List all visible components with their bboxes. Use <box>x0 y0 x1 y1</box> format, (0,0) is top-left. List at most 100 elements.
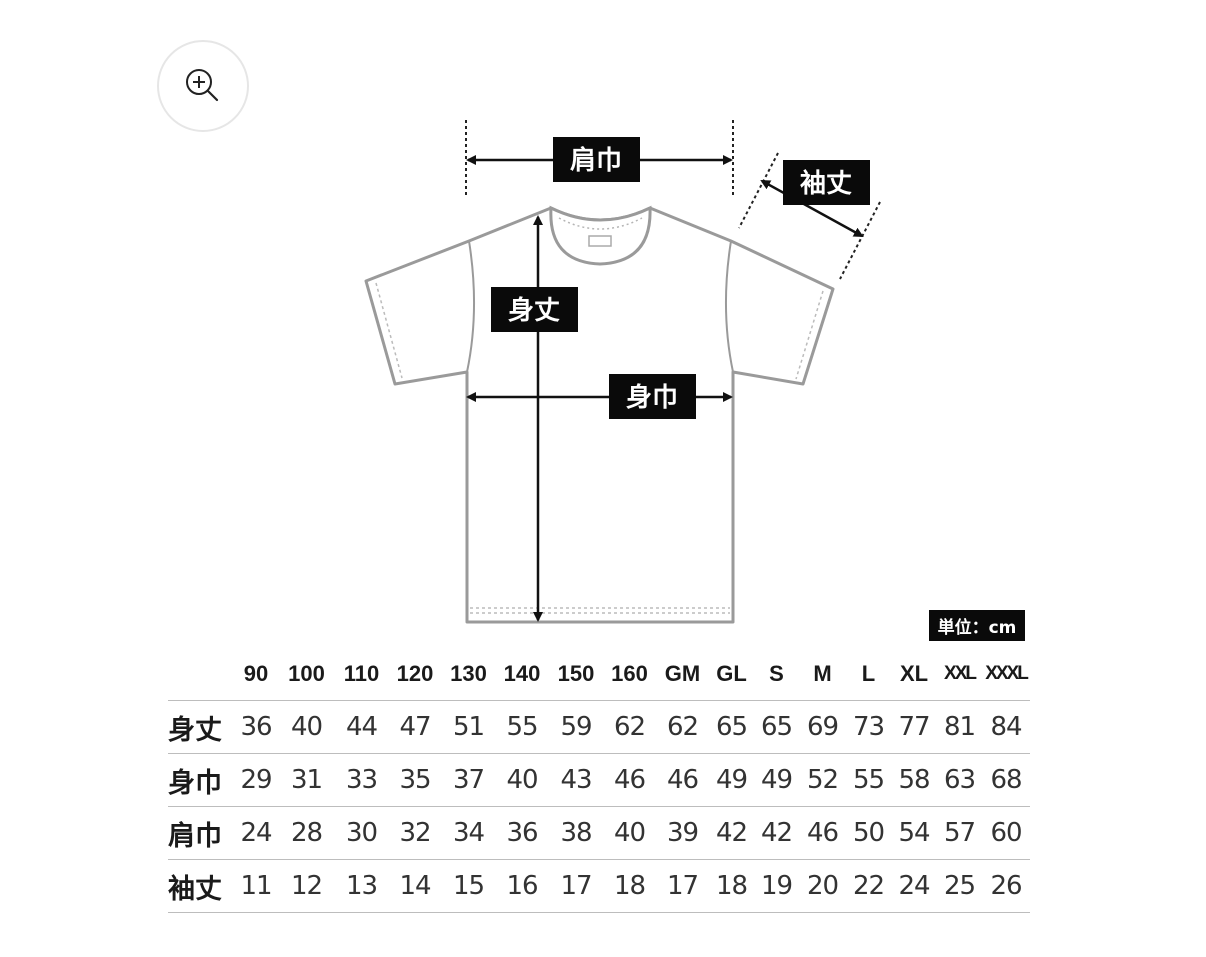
shoulder-label: 肩巾 <box>570 145 622 176</box>
size-header: GM <box>664 661 701 686</box>
table-cell: 33 <box>345 765 378 795</box>
size-header: XXL <box>944 663 977 684</box>
table-cell: 51 <box>452 712 485 742</box>
table-row: 身巾 29 31 33 35 37 40 43 46 46 49 49 52 5… <box>168 753 1030 807</box>
sleeve-label: 袖丈 <box>800 168 852 199</box>
size-header: 100 <box>288 661 325 686</box>
table-cell: 36 <box>506 818 538 848</box>
table-cell: 11 <box>240 871 272 901</box>
table-cell: 29 <box>240 765 272 795</box>
row-label: 袖丈 <box>168 873 222 905</box>
tshirt-diagram: 肩巾 袖丈 身丈 身巾 <box>364 120 881 624</box>
table-cell: 46 <box>613 765 646 795</box>
table-cell: 35 <box>399 765 431 795</box>
size-header-row: 90 100 110 120 130 140 150 160 GM GL S M… <box>168 648 1030 701</box>
table-cell: 77 <box>898 712 930 742</box>
table-cell: 62 <box>613 712 646 742</box>
table-cell: 13 <box>345 871 378 901</box>
table-cell: 58 <box>898 765 930 795</box>
table-cell: 40 <box>613 818 646 848</box>
table-cell: 46 <box>806 818 839 848</box>
table-cell: 26 <box>990 871 1022 901</box>
table-cell: 16 <box>506 871 538 901</box>
width-label: 身巾 <box>626 382 678 413</box>
table-cell: 17 <box>560 871 592 901</box>
size-header: GL <box>716 661 747 686</box>
table-cell: 49 <box>760 765 793 795</box>
table-cell: 55 <box>852 765 885 795</box>
table-cell: 54 <box>898 818 930 848</box>
table-cell: 63 <box>943 765 976 795</box>
size-header: 110 <box>343 661 380 686</box>
size-table: 90 100 110 120 130 140 150 160 GM GL S M… <box>168 648 1030 913</box>
table-cell: 15 <box>452 871 485 901</box>
neck-label <box>588 235 612 247</box>
table-cell: 42 <box>760 818 793 848</box>
table-cell: 52 <box>806 765 839 795</box>
size-header: 90 <box>243 661 269 686</box>
table-cell: 62 <box>666 712 699 742</box>
size-header: 160 <box>611 661 648 686</box>
table-row: 身丈 36 40 44 47 51 55 59 62 62 65 65 69 7… <box>168 700 1030 754</box>
table-cell: 36 <box>240 712 272 742</box>
row-label: 身巾 <box>168 767 222 799</box>
table-cell: 20 <box>806 871 839 901</box>
table-cell: 40 <box>290 712 323 742</box>
tshirt-outline <box>364 206 835 624</box>
table-cell: 60 <box>990 818 1022 848</box>
table-cell: 31 <box>290 765 323 795</box>
size-header: 140 <box>503 661 541 686</box>
sleeve-arrow <box>760 179 864 238</box>
table-row: 肩巾 24 28 30 32 34 36 38 40 39 42 42 46 5… <box>168 806 1030 860</box>
table-cell: 55 <box>506 712 538 742</box>
table-cell: 37 <box>452 765 485 795</box>
zoom-button[interactable] <box>157 40 249 132</box>
table-cell: 38 <box>560 818 592 848</box>
size-header: 130 <box>450 661 487 686</box>
table-cell: 18 <box>613 871 646 901</box>
table-cell: 28 <box>290 818 323 848</box>
table-cell: 30 <box>345 818 378 848</box>
row-label: 身丈 <box>168 714 222 746</box>
table-cell: 17 <box>666 871 699 901</box>
header-corner <box>168 648 234 701</box>
size-header: S <box>769 661 784 686</box>
table-cell: 39 <box>666 818 699 848</box>
table-cell: 81 <box>943 712 976 742</box>
unit-badge: 単位：cm <box>929 610 1025 641</box>
table-cell: 12 <box>290 871 323 901</box>
table-cell: 24 <box>898 871 930 901</box>
table-cell: 65 <box>715 712 748 742</box>
table-cell: 34 <box>452 818 485 848</box>
table-cell: 24 <box>240 818 272 848</box>
zoom-in-icon <box>186 69 219 102</box>
table-cell: 18 <box>715 871 748 901</box>
table-cell: 44 <box>345 712 378 742</box>
table-cell: 42 <box>715 818 748 848</box>
table-cell: 25 <box>943 871 976 901</box>
table-cell: 47 <box>399 712 431 742</box>
table-cell: 59 <box>560 712 592 742</box>
size-header: XXXL <box>985 663 1029 684</box>
table-row: 袖丈 11 12 13 14 15 16 17 18 17 18 19 20 2… <box>168 859 1030 913</box>
table-cell: 32 <box>399 818 431 848</box>
table-cell: 68 <box>990 765 1022 795</box>
table-cell: 69 <box>806 712 839 742</box>
table-cell: 22 <box>852 871 885 901</box>
size-header: M <box>813 661 832 686</box>
size-header: 150 <box>557 661 595 686</box>
table-cell: 73 <box>852 712 885 742</box>
row-label: 肩巾 <box>168 820 222 852</box>
size-header: 120 <box>396 661 434 686</box>
table-cell: 49 <box>715 765 748 795</box>
table-cell: 46 <box>666 765 699 795</box>
table-cell: 65 <box>760 712 793 742</box>
table-cell: 43 <box>560 765 592 795</box>
size-header: L <box>861 661 876 686</box>
table-cell: 84 <box>990 712 1022 742</box>
table-cell: 40 <box>506 765 538 795</box>
table-cell: 50 <box>852 818 885 848</box>
length-label: 身丈 <box>508 295 560 326</box>
size-header: XL <box>899 661 929 686</box>
table-cell: 57 <box>943 818 976 848</box>
